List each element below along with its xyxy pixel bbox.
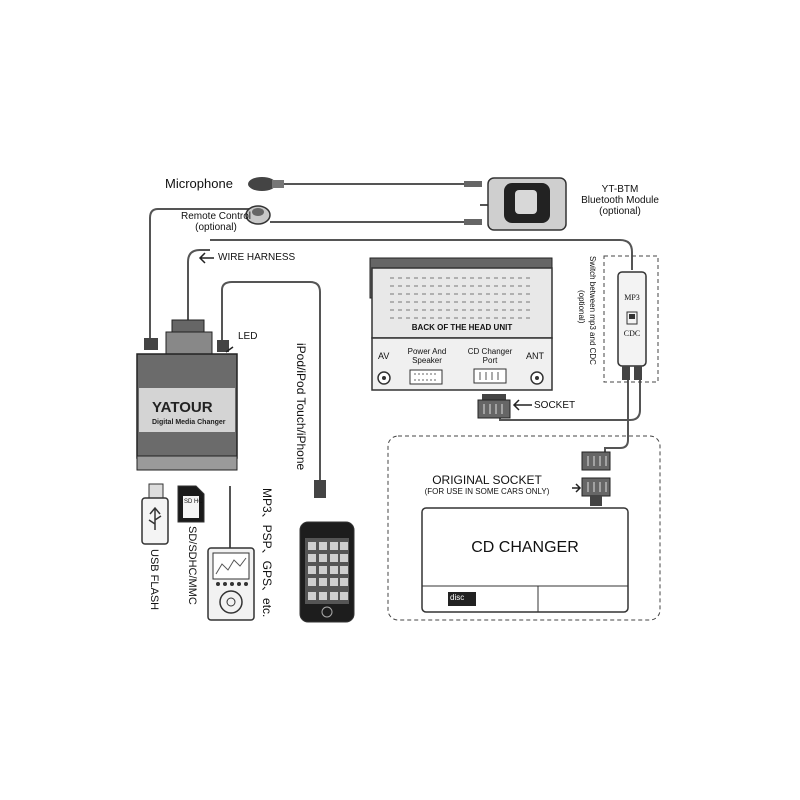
wire-harness-cable <box>187 249 210 322</box>
ant-label: ANT <box>526 351 544 361</box>
remote-control-label: Remote Control (optional) <box>158 211 274 233</box>
bt-optional: (optional) <box>599 206 641 217</box>
remote-control-device <box>245 205 271 225</box>
switch-label-line1: Switch between mp3 and CDC <box>588 256 597 365</box>
usb-flash-label: USB FLASH <box>148 549 160 611</box>
audio-jacks <box>464 181 482 225</box>
microphone-label: Microphone <box>165 176 233 191</box>
mp3-switch-label: MP3 <box>624 293 640 302</box>
ipod-cable <box>221 281 321 480</box>
yatour-brand: YATOUR <box>152 399 213 416</box>
disc-logo: disc <box>450 593 465 602</box>
mp3-devices-label: MP3、PSP、GPS、etc. <box>260 488 274 618</box>
original-socket-label: ORIGINAL SOCKET <box>432 473 542 487</box>
cdc-switch-label: CDC <box>623 329 641 338</box>
cables <box>149 183 641 548</box>
ipod-label: iPod/iPod Touch/iPhone <box>294 343 308 471</box>
sd-card-text: SD HC <box>184 499 203 505</box>
usb-flash-device <box>141 483 169 545</box>
wire-harness-arrow <box>198 252 214 264</box>
remote-control-optional: (optional) <box>195 222 237 233</box>
switch-label-line2: (optional) <box>577 290 586 324</box>
av-label: AV <box>378 351 390 361</box>
iphone-device <box>299 480 355 623</box>
switch-to-original-socket-cable <box>604 380 629 452</box>
microphone-device <box>248 177 284 191</box>
switch-box <box>603 255 659 383</box>
power-speaker-line2: Speaker <box>412 355 442 365</box>
remote-control-title: Remote Control <box>180 211 252 222</box>
harness-to-switch-cable <box>210 239 633 270</box>
bt-subtitle: Bluetooth Module <box>581 195 659 206</box>
socket-connector <box>477 394 532 419</box>
power-speaker-label: Power And Speaker <box>398 347 456 366</box>
power-speaker-line1: Power And <box>407 347 447 356</box>
cd-port-line2: Port <box>482 355 498 365</box>
bluetooth-module-label: YT-BTM Bluetooth Module (optional) <box>570 184 670 217</box>
led-label: LED <box>238 331 258 342</box>
yatour-subtitle: Digital Media Changer <box>152 419 226 426</box>
bt-title: YT-BTM <box>601 184 639 195</box>
original-socket-note: (FOR USE IN SOME CARS ONLY) <box>424 487 550 496</box>
sd-card-device <box>177 485 205 523</box>
sd-cards-label: SD/SDHC/MMC <box>186 526 198 605</box>
head-unit <box>369 257 553 391</box>
wire-harness-label: WIRE HARNESS <box>218 252 296 263</box>
cd-changer-area <box>387 435 661 621</box>
cd-changer-label: CD CHANGER <box>471 539 579 556</box>
led-arrow <box>225 346 234 353</box>
back-head-unit-label: BACK OF THE HEAD UNIT <box>411 323 513 332</box>
mp3-player-device <box>207 547 255 621</box>
cd-changer-port-label: CD Changer Port <box>460 347 520 366</box>
original-socket-connector <box>572 451 611 506</box>
socket-label: SOCKET <box>534 400 576 411</box>
remote-down-cable <box>149 208 258 338</box>
switch-to-socket-cable <box>499 380 641 421</box>
bluetooth-module-device <box>487 177 567 231</box>
cd-port-line1: CD Changer <box>467 347 513 356</box>
yatour-unit <box>136 319 238 471</box>
